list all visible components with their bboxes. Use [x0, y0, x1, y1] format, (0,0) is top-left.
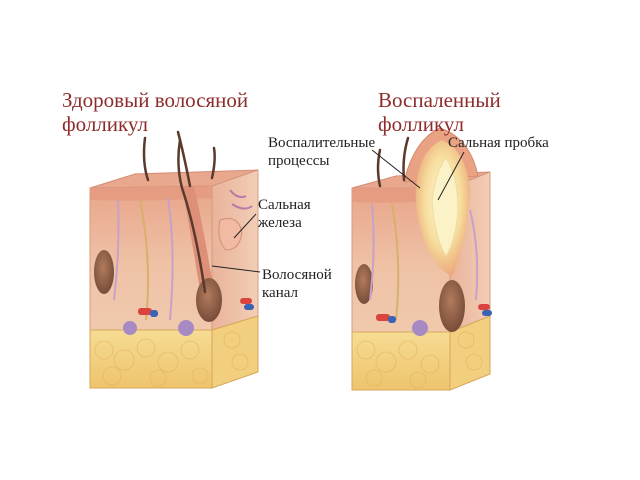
sweat-glands — [123, 320, 194, 336]
blood-vessels — [138, 298, 254, 317]
fat-layer-side — [211, 315, 259, 389]
inflamed-follicle-title: Воспаленный фолликул — [378, 88, 501, 136]
gland-label-line1: Сальная — [258, 197, 311, 213]
processes-label-line2: процессы — [268, 153, 330, 169]
gland-label-line2: железа — [258, 215, 302, 231]
fat-layer-front — [89, 329, 213, 389]
inflamed-title-line1: Воспаленный — [378, 88, 501, 112]
hair-canal-label: Волосяной канал — [262, 266, 332, 302]
sweat-glands — [412, 320, 428, 336]
healthy-title-line2: фолликул — [62, 112, 148, 136]
sebaceous-gland — [218, 218, 243, 251]
leader-plug — [437, 151, 465, 201]
hair-bulb — [196, 278, 222, 322]
leader-processes — [371, 149, 421, 189]
fat-cells — [356, 331, 483, 389]
leader-gland — [233, 213, 257, 239]
inflamed-title-line2: фолликул — [378, 112, 464, 136]
leader-canal — [211, 265, 261, 273]
canal-label-line2: канал — [262, 285, 299, 301]
healthy-follicle-block — [89, 130, 259, 389]
processes-label-line1: Воспалительные — [268, 135, 376, 151]
inflamed-follicle-block — [351, 127, 492, 391]
hair-bulb — [439, 280, 465, 332]
vessels — [113, 189, 253, 321]
blood-vessels — [376, 304, 492, 323]
leader-lines — [211, 149, 465, 273]
side-follicle-bulb — [355, 264, 373, 304]
canal-label-line1: Волосяной — [262, 267, 332, 283]
healthy-follicle-title: Здоровый волосяной фолликул — [62, 88, 248, 136]
side-follicle-bulb — [94, 250, 114, 294]
sebum-plug — [431, 157, 459, 257]
inflammatory-processes-label: Воспалительные процессы — [268, 134, 375, 170]
hairs — [142, 130, 216, 294]
healthy-title-line1: Здоровый волосяной — [62, 88, 249, 112]
fat-cells — [94, 331, 249, 387]
sebaceous-gland-label: Сальная железа — [258, 196, 311, 232]
hairs — [376, 136, 410, 188]
vessels — [369, 203, 479, 321]
sebum-plug-label: Сальная пробка — [448, 135, 549, 151]
